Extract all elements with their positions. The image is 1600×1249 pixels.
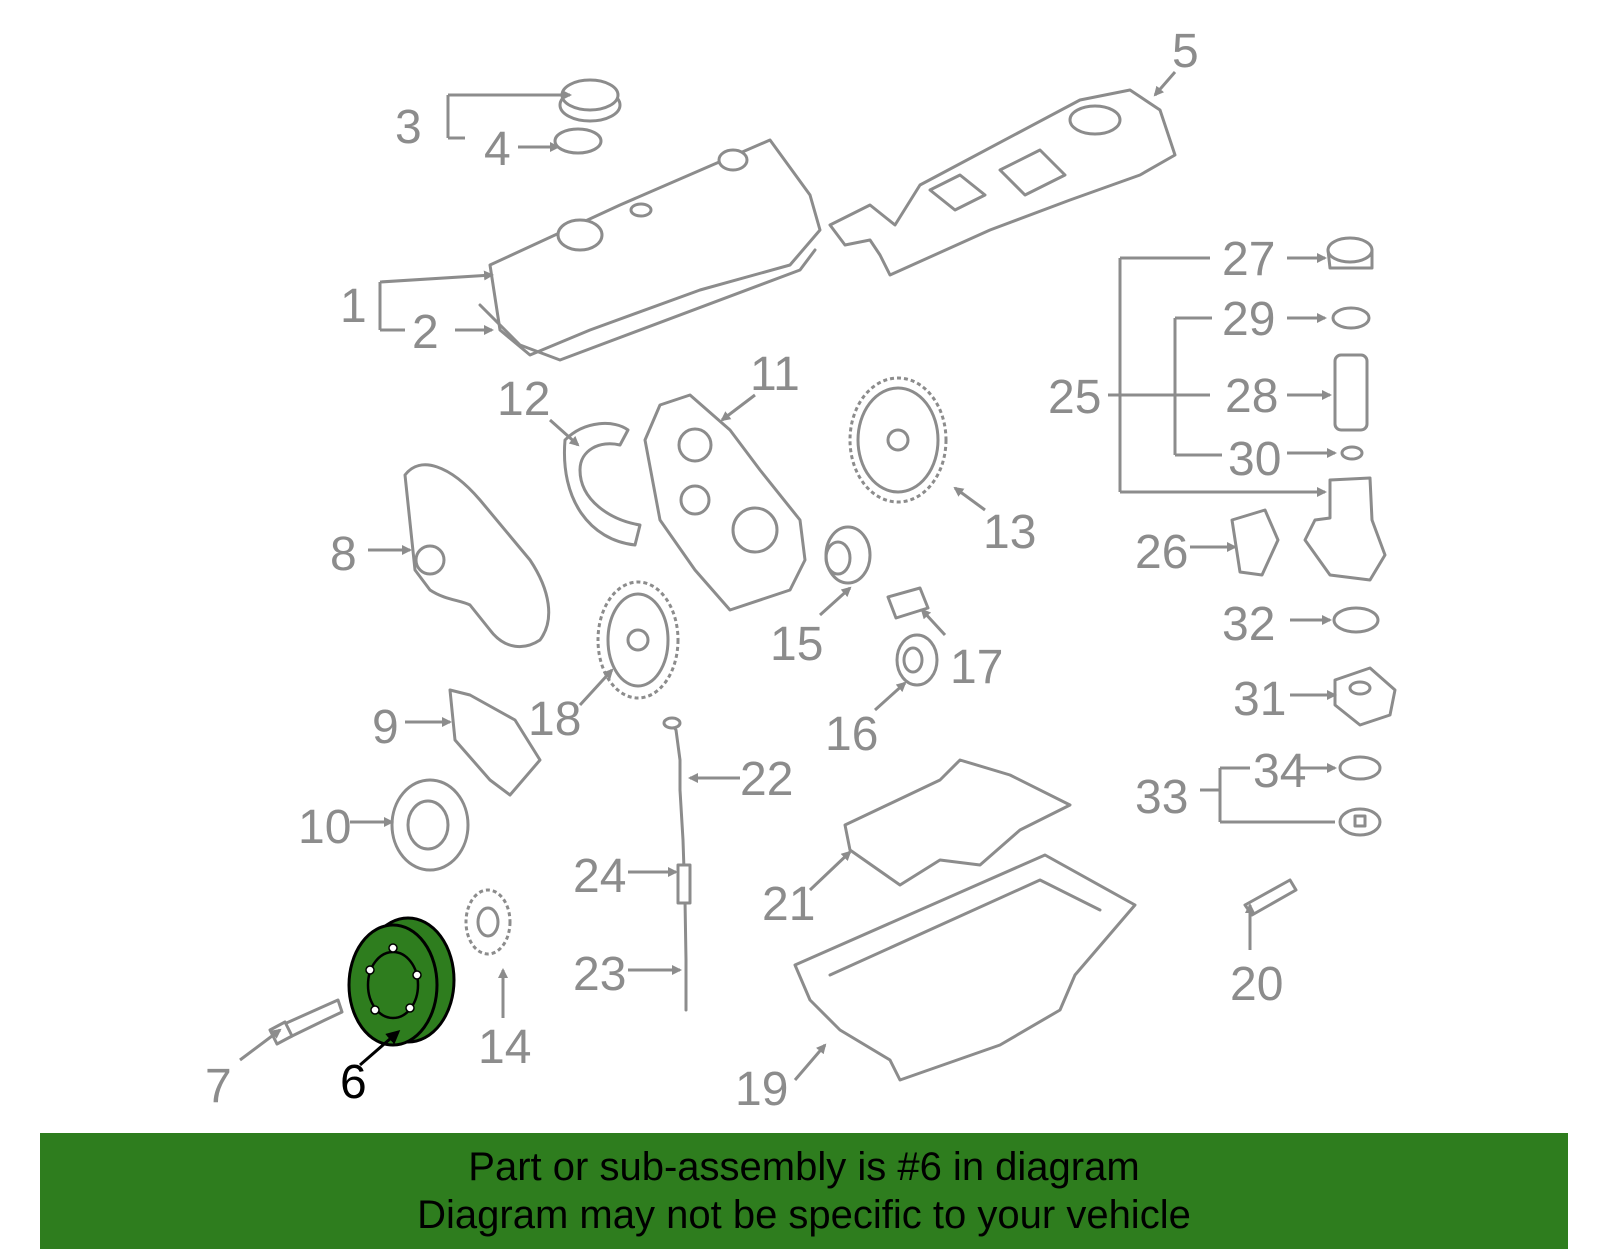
belt-cover-part [403, 463, 551, 649]
callout-26: 26 [1135, 526, 1188, 579]
bushing-part [886, 586, 930, 620]
housing-gasket-part [1230, 508, 1280, 577]
callout-9: 9 [372, 701, 399, 754]
callout-33: 33 [1135, 771, 1188, 824]
callout-10: 10 [298, 801, 351, 854]
callout-22: 22 [740, 753, 793, 806]
o-ring-29-part [1331, 306, 1371, 330]
callout-30: 30 [1228, 433, 1281, 486]
callout-2: 2 [412, 306, 439, 359]
tensioner-roller-part [895, 633, 939, 687]
callout-32: 32 [1222, 598, 1275, 651]
callout-11: 11 [750, 348, 800, 401]
callout-23: 23 [573, 948, 626, 1001]
banner-line-1: Part or sub-assembly is #6 in diagram [468, 1145, 1140, 1189]
callout-7: 7 [205, 1060, 232, 1113]
callout-34: 34 [1253, 745, 1306, 798]
callout-31: 31 [1233, 673, 1286, 726]
plug-part [1338, 807, 1382, 837]
oil-pan-part [793, 853, 1137, 1082]
idler-roller-part [824, 525, 872, 585]
timing-belt-part [562, 421, 642, 547]
cover-plate-part [448, 688, 542, 797]
callout-28: 28 [1225, 370, 1278, 423]
callout-20: 20 [1230, 958, 1283, 1011]
info-banner: Part or sub-assembly is #6 in diagram Di… [40, 1133, 1568, 1249]
crankshaft-sprocket-part [596, 580, 680, 700]
seal-32-part [1332, 606, 1380, 634]
callout-21: 21 [762, 878, 815, 931]
callout-17: 17 [950, 641, 1003, 694]
callout-12: 12 [497, 373, 550, 426]
callout-8: 8 [330, 528, 357, 581]
callout-6[interactable]: 6 [340, 1056, 367, 1109]
callout-29: 29 [1222, 293, 1275, 346]
oil-baffle-part [843, 758, 1072, 887]
valve-cover-part [478, 138, 822, 362]
callout-14: 14 [478, 1021, 531, 1074]
o-ring-30-part [1340, 445, 1364, 461]
oil-filter-element-part [1333, 353, 1369, 432]
callout-27: 27 [1222, 233, 1275, 286]
timing-cover-part [643, 393, 807, 612]
banner-line-2: Diagram may not be specific to your vehi… [417, 1193, 1191, 1237]
sensor-part [1243, 878, 1298, 917]
small-gear-part [464, 888, 512, 956]
callout-3: 3 [395, 101, 422, 154]
callout-24: 24 [573, 850, 626, 903]
filter-housing-part [1303, 476, 1387, 582]
callout-15: 15 [770, 618, 823, 671]
callout-18: 18 [528, 693, 581, 746]
filter-cap-part [1326, 236, 1374, 270]
dipstick-part [662, 716, 692, 1012]
callout-5: 5 [1172, 25, 1199, 78]
seal-34-part [1338, 755, 1382, 781]
callout-13: 13 [983, 506, 1036, 559]
callout-25: 25 [1048, 371, 1101, 424]
callout-labels: 3 4 5 1 2 12 11 8 13 15 17 16 18 9 10 22… [205, 25, 1306, 1116]
oil-filler-cap-part [553, 78, 622, 155]
seal-housing-part [390, 778, 470, 872]
callout-16: 16 [825, 708, 878, 761]
camshaft-sprocket-part [848, 376, 948, 504]
engine-cover-part [828, 88, 1177, 277]
crankshaft-pulley-part[interactable] [347, 916, 456, 1047]
bolt-part [268, 998, 344, 1046]
callout-1: 1 [340, 280, 367, 333]
callout-4: 4 [484, 123, 511, 176]
leader-lines [239, 71, 1337, 1081]
callout-19: 19 [735, 1063, 788, 1116]
oil-cooler-part [1333, 666, 1397, 727]
